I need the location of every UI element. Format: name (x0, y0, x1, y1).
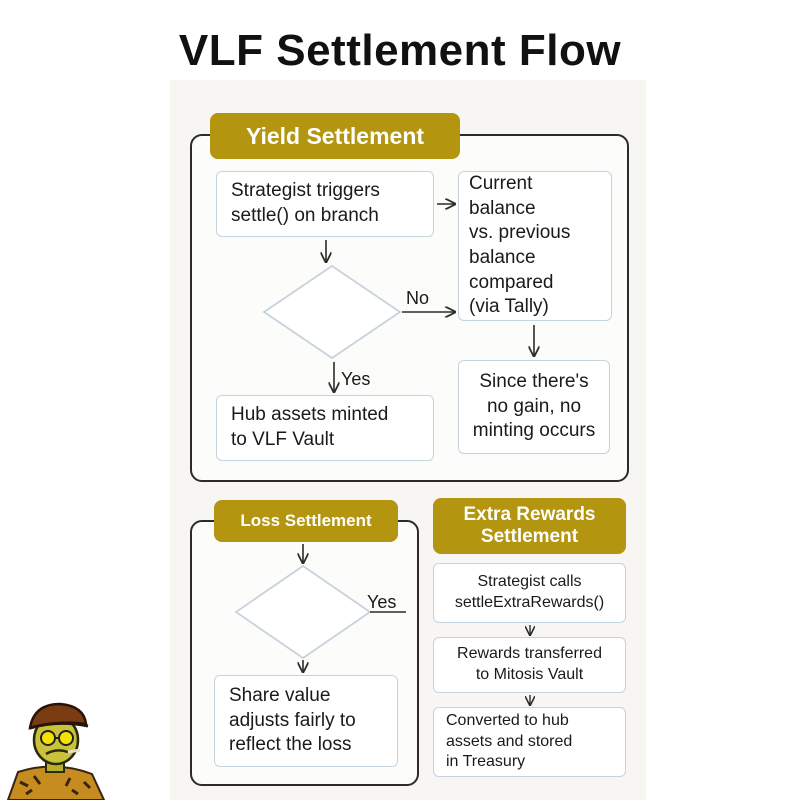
loss-yes-label: Yes (367, 592, 397, 612)
no-minting-box: Since there's no gain, no minting occurs (458, 360, 610, 454)
yield-detected-label: Yield detected? (290, 285, 374, 331)
strategist-calls-box: Strategist calls settleExtraRewards() (433, 563, 626, 623)
no-branch-label: No (406, 288, 430, 308)
hub-assets-minted-box: Hub assets minted to VLF Vault (216, 395, 434, 461)
balance-compare-box: Current balance vs. previous balance com… (458, 171, 612, 321)
page-title: VLF Settlement Flow (178, 26, 622, 75)
loss-settlement-banner: Loss Settlement (214, 500, 398, 542)
extra-rewards-banner: Extra Rewards Settlement (433, 498, 626, 554)
share-value-adjust-box: Share value adjusts fairly to reflect th… (214, 675, 398, 767)
strategist-triggers-box: Strategist triggers settle() on branch (216, 171, 434, 237)
yield-settlement-banner: Yield Settlement (210, 113, 460, 159)
converted-treasury-box: Converted to hub assets and stored in Tr… (433, 707, 626, 777)
loss-detected-label: Loss detected? (262, 588, 346, 634)
yes-branch-label: Yes (341, 369, 371, 389)
rewards-transferred-box: Rewards transferred to Mitosis Vault (433, 637, 626, 693)
avatar-illustration (6, 702, 106, 800)
